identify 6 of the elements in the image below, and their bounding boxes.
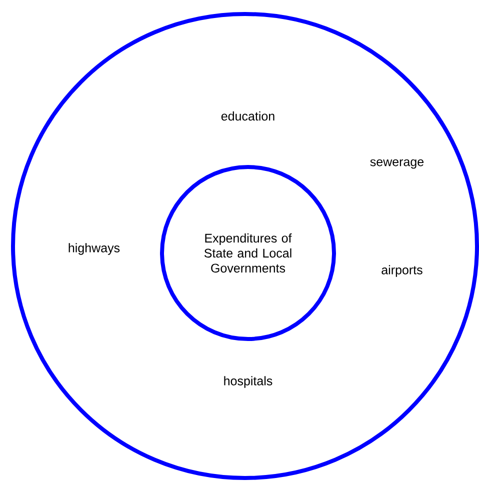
circle-label: airports — [382, 265, 422, 277]
circle-label: highways — [68, 243, 120, 255]
circle-label: hospitals — [224, 376, 272, 388]
circle — [11, 12, 479, 480]
circle-label: sewerage — [370, 159, 424, 169]
circle-label: education — [221, 111, 274, 121]
